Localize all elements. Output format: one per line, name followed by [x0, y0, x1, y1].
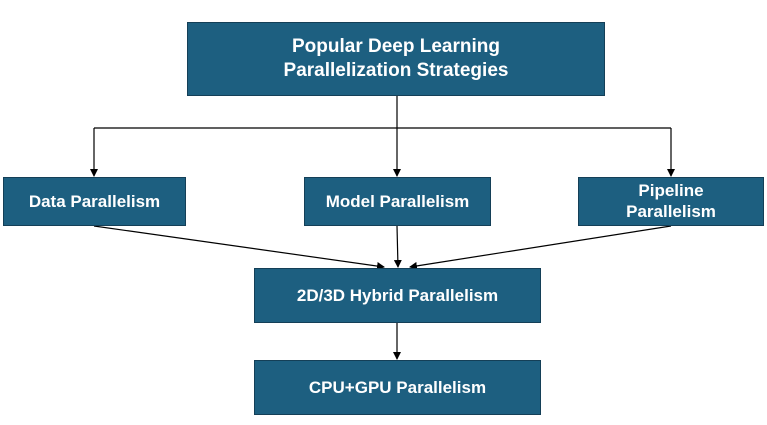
edge-data-to-hybrid — [93, 225, 385, 270]
edge-pipeline-to-hybrid — [409, 225, 672, 270]
edge-model-to-hybrid — [393, 225, 402, 268]
node-popular-strategies: Popular Deep Learning Parallelization St… — [187, 22, 605, 96]
node-hybrid-label: 2D/3D Hybrid Parallelism — [296, 285, 499, 305]
node-title-line2: Parallelization Strategies — [283, 60, 509, 81]
node-cpu-gpu-parallelism: CPU+GPU Parallelism — [254, 360, 541, 415]
node-model-label: Model Parallelism — [325, 191, 470, 211]
node-data-label: Data Parallelism — [28, 191, 161, 211]
node-hybrid-parallelism: 2D/3D Hybrid Parallelism — [254, 268, 541, 323]
node-pipeline-line2: Parallelism — [626, 201, 716, 221]
node-pipeline-line1: Pipeline — [638, 181, 704, 201]
node-data-parallelism: Data Parallelism — [3, 177, 186, 226]
node-cpugpu-label: CPU+GPU Parallelism — [308, 377, 487, 397]
node-pipeline-parallelism: Pipeline Parallelism — [578, 177, 764, 226]
node-model-parallelism: Model Parallelism — [304, 177, 491, 226]
node-title-line1: Popular Deep Learning — [292, 36, 500, 58]
